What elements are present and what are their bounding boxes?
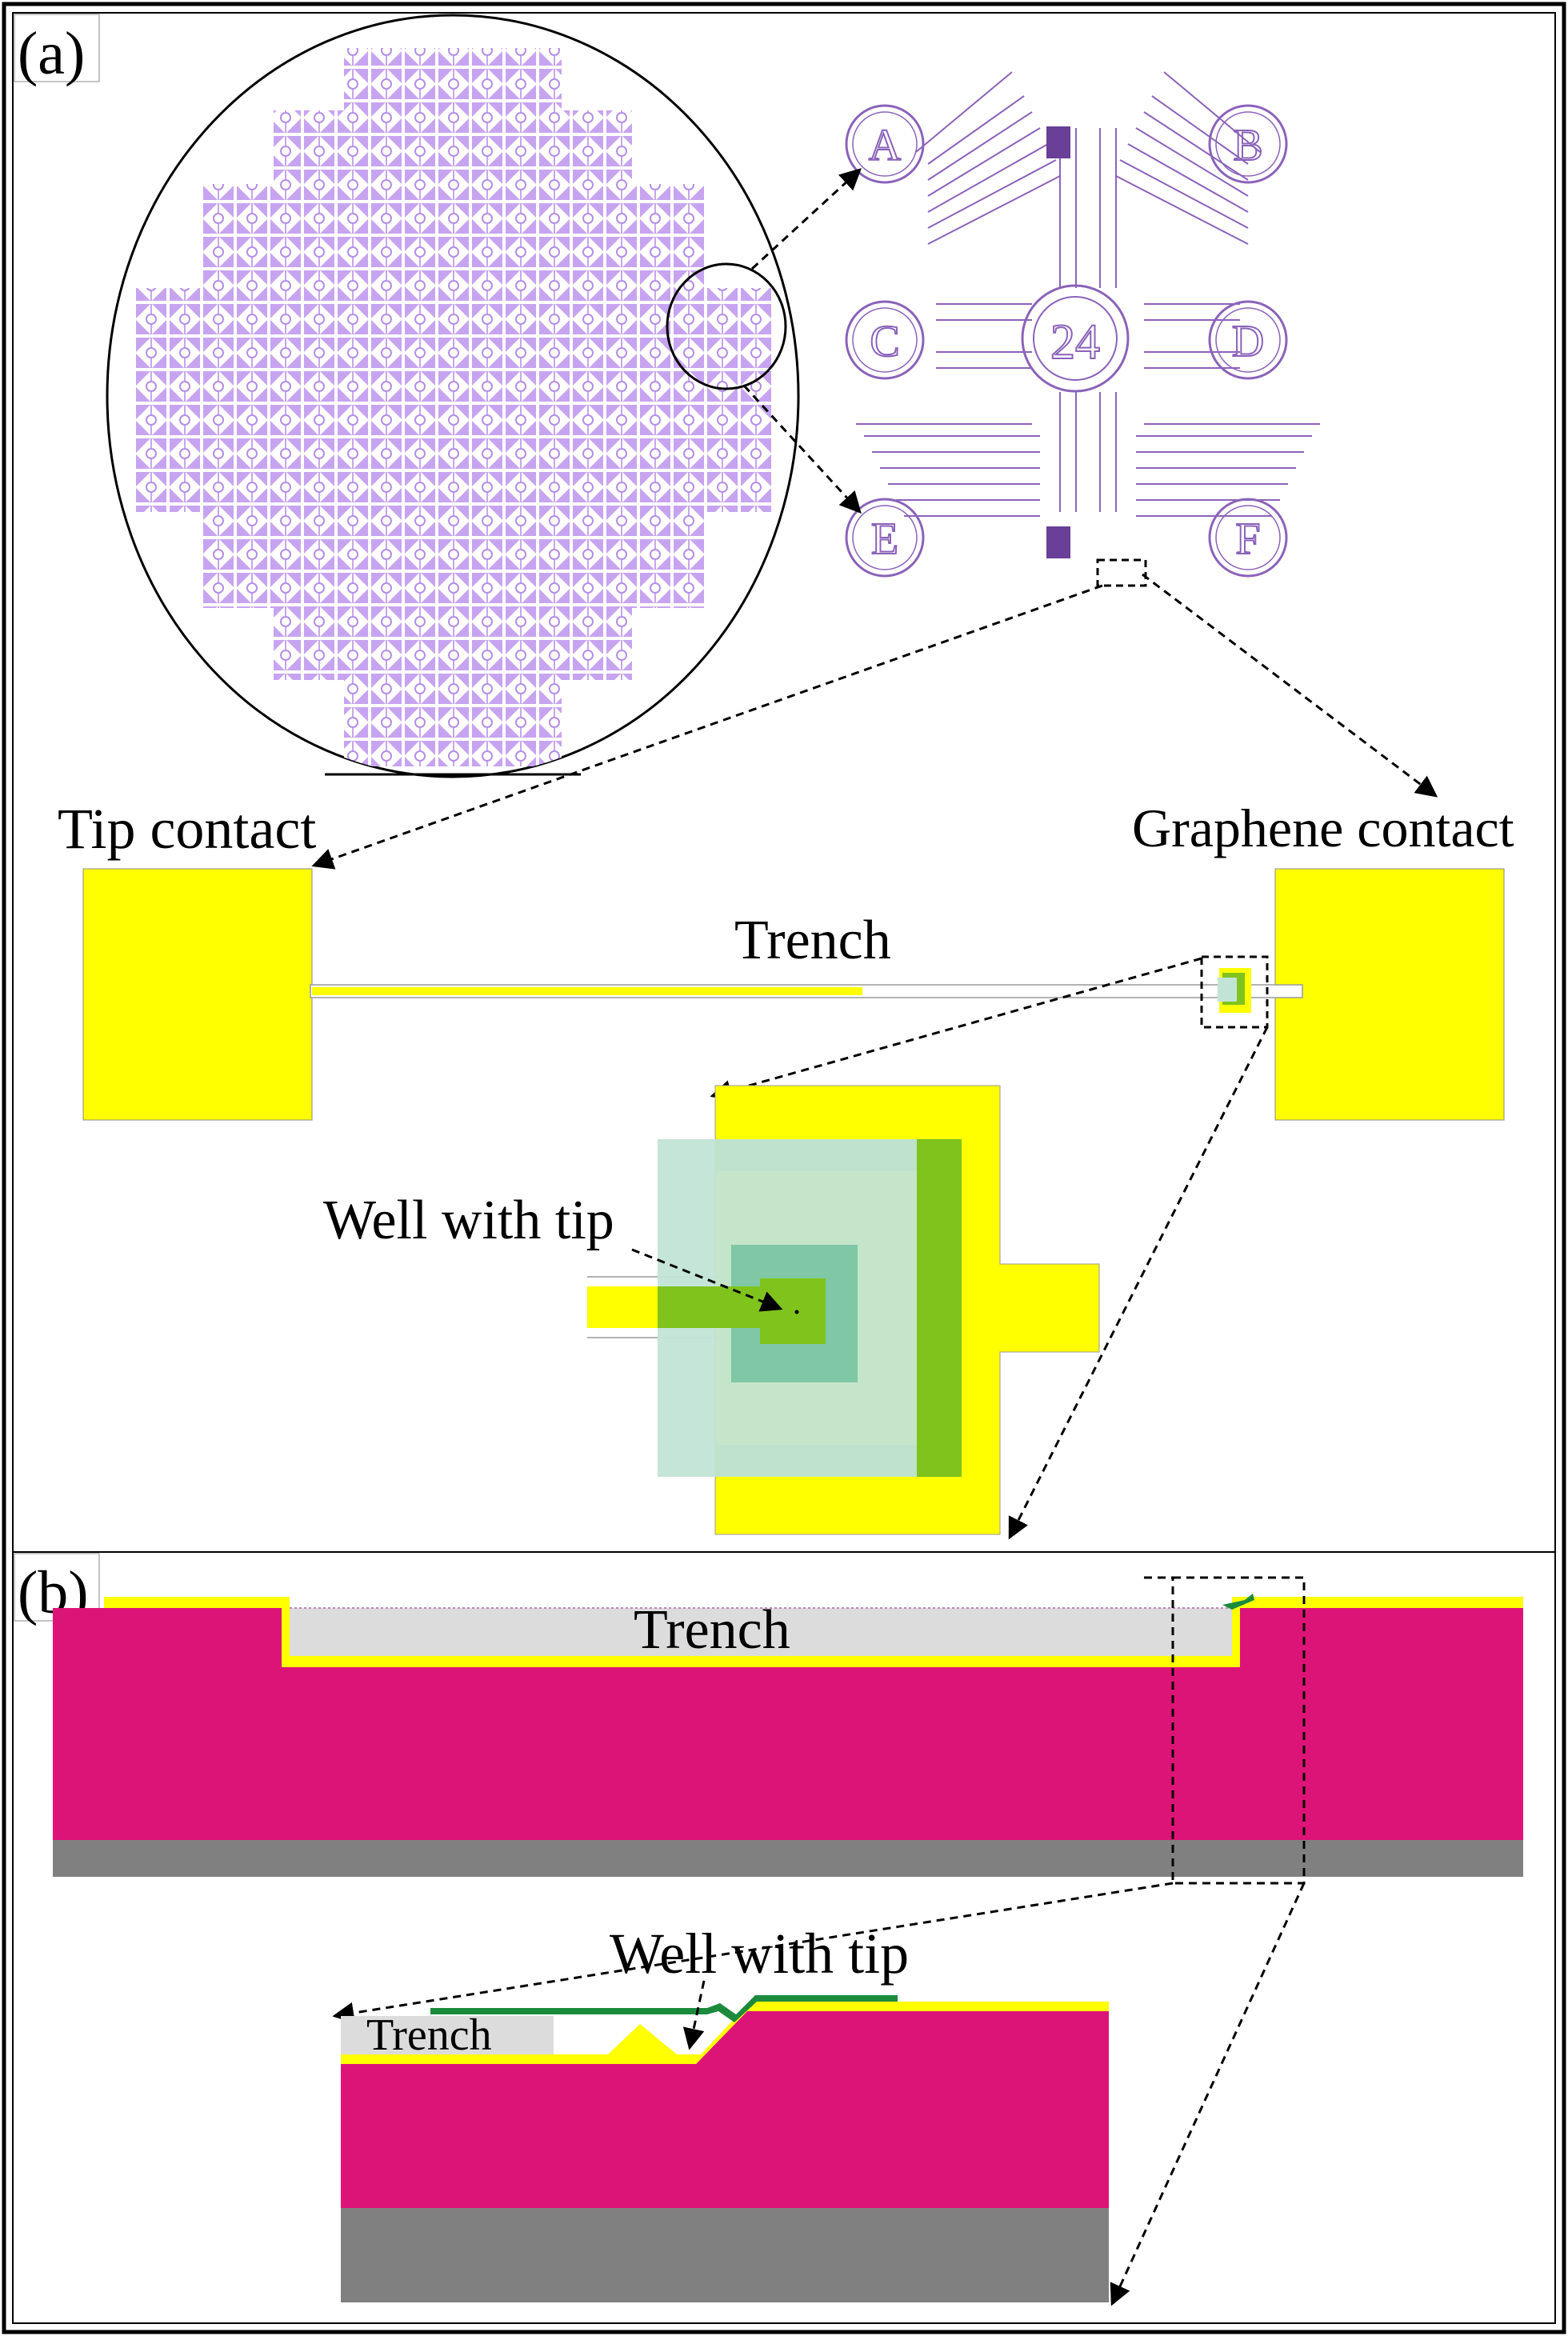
chip-alignment-mark-f: F [1208, 498, 1288, 578]
graphene-contact-pad [1274, 868, 1505, 1121]
zoom-arrow-to-detail-left [332, 1882, 1174, 2024]
zoom-arrow-to-well-detail [710, 957, 1202, 1102]
chip-mark-e-letter: E [871, 514, 898, 564]
cross-section-zoom-box [1171, 1576, 1306, 1885]
well-with-tip-label-bottom: Well with tip [610, 1922, 909, 1986]
well-zoom-box [1200, 955, 1269, 1029]
gold-layer-main [104, 1597, 1523, 1667]
well-graphene-u [715, 1139, 962, 1477]
wafer-die-pattern [133, 48, 774, 766]
zoom-arrow-to-detail-right [1110, 1882, 1306, 2306]
chip-mark-c-letter: C [870, 317, 899, 366]
wafer-zoom-circle [666, 262, 787, 390]
chip-alignment-mark-e: E [845, 498, 925, 578]
panel-a-label-box [14, 14, 100, 82]
graphene-cross-section-mini [1222, 1594, 1254, 1610]
zoom-arrow-wafer-to-chip-bottom [742, 384, 862, 514]
zoom-arrow-to-tip-contact [311, 584, 1103, 870]
detail-trench-label: Trench [366, 2010, 492, 2060]
inner-frame [12, 12, 1556, 2324]
chip-mark-f-letter: F [1235, 514, 1260, 564]
chip-layout: 24 A B C D [845, 71, 1320, 587]
chip-alignment-mark-c: C [845, 300, 925, 380]
panel-a: (a) 24 [14, 14, 1514, 1540]
trench-label-top: Trench [734, 910, 891, 971]
chip-center-label: 24 [1050, 315, 1100, 370]
well-detail: Well with tip [323, 1085, 1100, 1535]
well-mini-oxide [1218, 978, 1237, 1002]
chip-pad-bottom [1046, 526, 1070, 558]
detail-gold-layer [341, 2002, 1109, 2064]
device-layout: Tip contact Graphene contact Trench [58, 797, 1514, 1540]
chip-pad-top [1046, 126, 1070, 158]
well-label-arrow-bottom [682, 1980, 706, 2050]
tip-contact-pad [82, 868, 313, 1121]
panel-b: (b) Trench Trench Well with tip [14, 1553, 1523, 2306]
graphene-contact-label: Graphene contact [1132, 798, 1514, 858]
chip-alignment-mark-b: B [1208, 104, 1288, 184]
detail-trench-fill [341, 2016, 554, 2054]
well-graphene-core [760, 1278, 826, 1344]
trench-lead-fill [312, 987, 862, 995]
wafer-map [106, 14, 800, 778]
cross-section-main: Trench [53, 1576, 1523, 2306]
silicon-layer [53, 1840, 1523, 1877]
well-with-tip-label-top: Well with tip [323, 1190, 614, 1251]
chip-zoom-box [1096, 558, 1147, 587]
zoom-arrow-to-graphene-contact [1142, 573, 1438, 798]
chip-alignment-mark-d: D [1208, 300, 1288, 380]
detail-substrate [341, 2011, 1109, 2208]
well-tip-dot [794, 1310, 799, 1314]
panel-a-label: (a) [18, 20, 85, 87]
trench-fill-main [290, 1608, 1232, 1656]
zoom-arrow-wafer-to-chip-top [750, 168, 862, 270]
detail-graphene-layer [430, 1995, 898, 2022]
well-graphene-lead [658, 1286, 770, 1328]
trench-label-cross-section: Trench [634, 1599, 790, 1661]
chip-center-inner [1033, 296, 1118, 381]
chip-mark-a-letter: A [869, 121, 902, 170]
chip-leads [856, 71, 1320, 517]
chip-alignment-mark-a: A [845, 104, 925, 184]
chip-center-ring [1021, 284, 1130, 393]
tip-contact-label: Tip contact [58, 797, 316, 861]
chip-mark-d-letter: D [1232, 317, 1264, 366]
cross-section-detail: Trench Well with tip [341, 1922, 1109, 2302]
chip-mark-b-letter: B [1233, 121, 1262, 170]
zoom-arrow-to-well-detail-bottom [1008, 1026, 1269, 1540]
substrate-layer [53, 1608, 1523, 1840]
detail-silicon [341, 2208, 1109, 2302]
